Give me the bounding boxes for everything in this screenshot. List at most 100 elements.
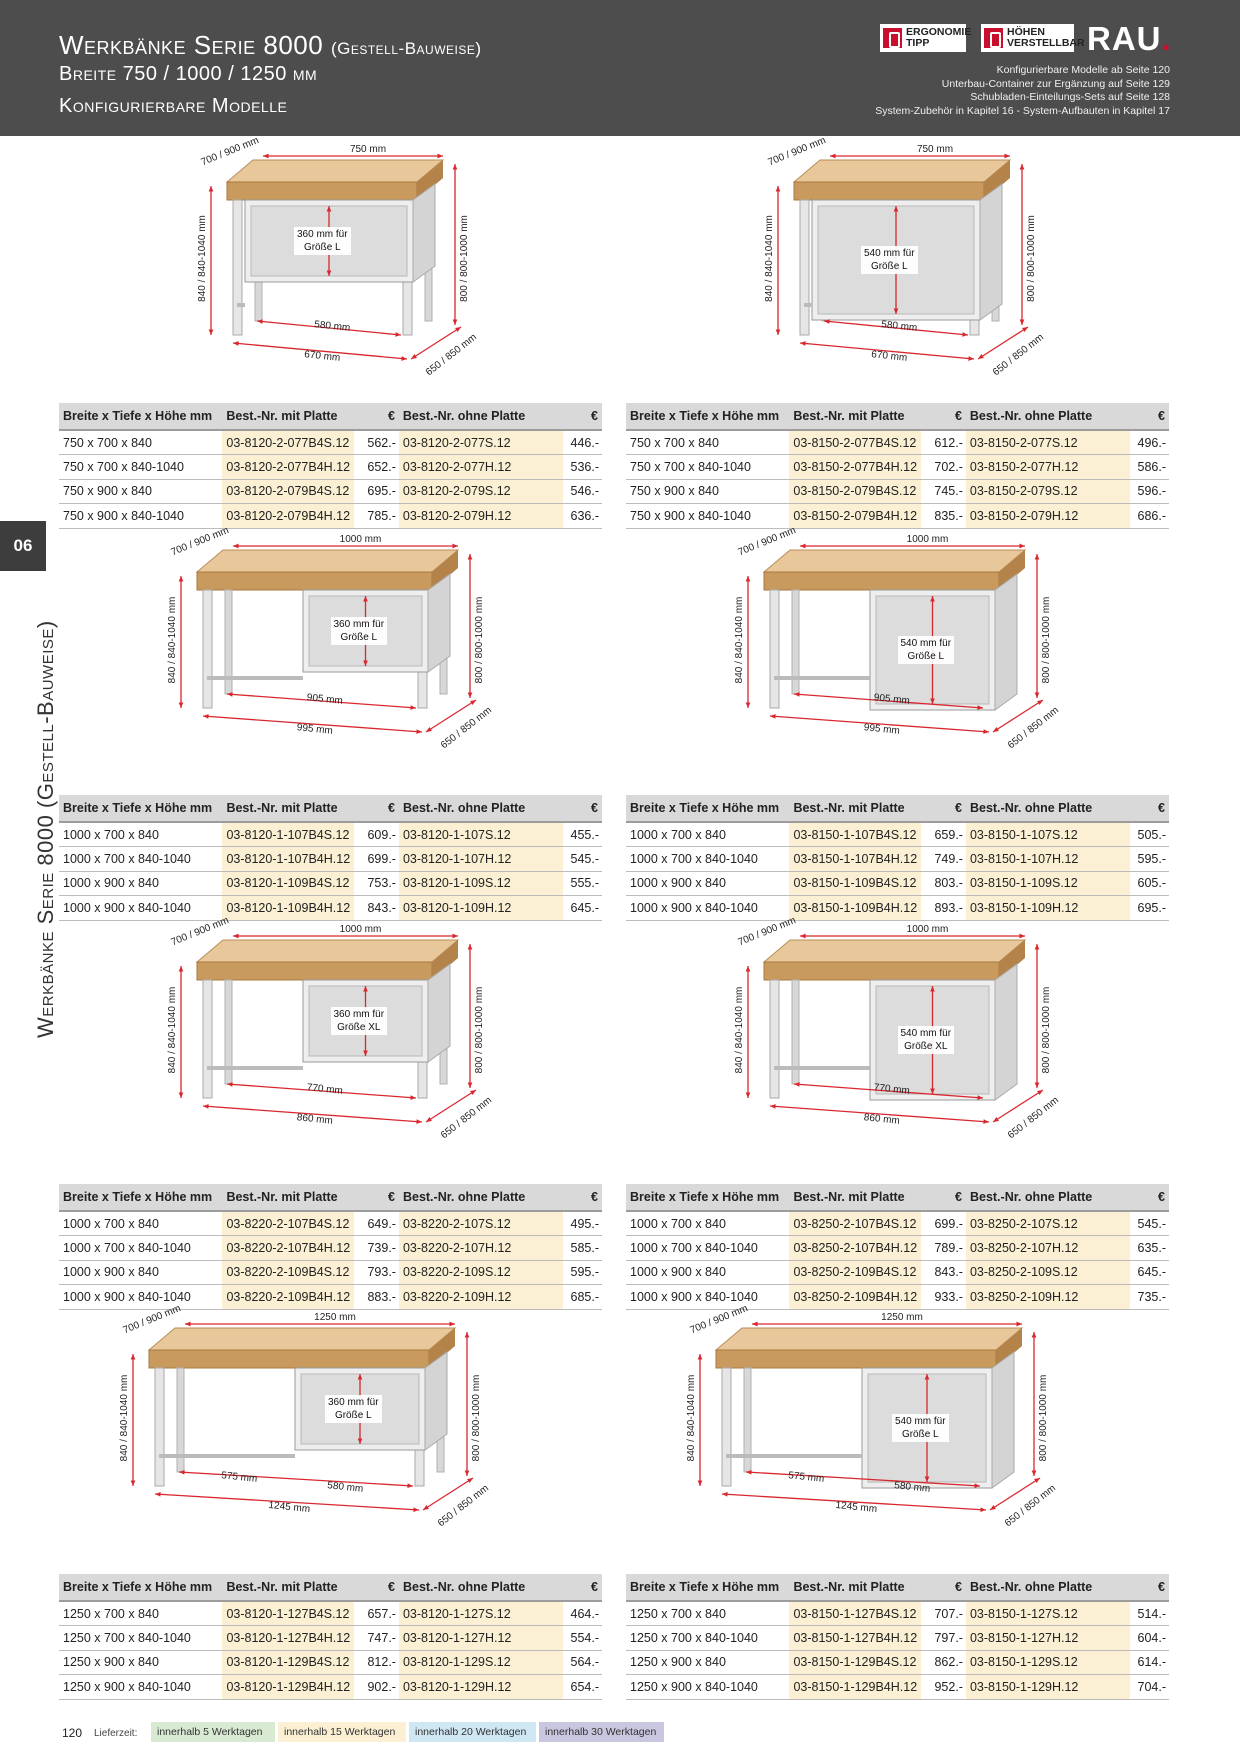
price-with-top: 609.- — [354, 822, 399, 848]
size-cell: 1000 x 900 x 840 — [626, 1260, 790, 1286]
arrow-head — [467, 1478, 473, 1483]
inner-width-2-label: 580 mm — [327, 1480, 364, 1495]
worktop-edge — [148, 1349, 430, 1369]
price-with-top: 702.- — [921, 454, 966, 480]
arrow-head — [1019, 933, 1025, 939]
price-without-top: 636.- — [563, 503, 602, 529]
arrow-head — [411, 354, 417, 359]
worktop-side — [999, 550, 1025, 590]
arrow-head — [467, 554, 473, 560]
size-cell: 750 x 900 x 840-1040 — [59, 503, 223, 529]
order-number-with-top: 03-8150-2-079B4H.12 — [789, 503, 922, 529]
price-without-top: 604.- — [1130, 1625, 1169, 1651]
arrow-head — [983, 729, 989, 734]
floor-depth-arrow — [989, 1477, 1041, 1511]
arrow-head — [770, 714, 776, 719]
price-with-top: 659.- — [921, 822, 966, 848]
page-header: Werkbänke Serie 8000 (Gestell-Bauweise) … — [0, 0, 1240, 136]
arrow-head — [775, 329, 781, 335]
price-with-top: 893.- — [921, 895, 966, 921]
col-without-top: Best.-Nr. ohne Platte — [398, 403, 564, 431]
arrow-head — [467, 692, 473, 698]
size-cell: 1000 x 700 x 840-1040 — [59, 1235, 223, 1261]
arrow-head — [800, 933, 806, 939]
price-with-top: 747.- — [354, 1625, 399, 1651]
order-number-with-top: 03-8220-2-109B4H.12 — [222, 1284, 355, 1310]
price-without-top: 464.- — [563, 1601, 602, 1627]
order-number-with-top: 03-8120-1-127B4H.12 — [222, 1625, 355, 1651]
bench-illustration — [762, 939, 1027, 1101]
order-number-without-top: 03-8150-2-079S.12 — [965, 479, 1131, 505]
worktop-surface — [762, 549, 1027, 573]
arrow-head — [1034, 1082, 1040, 1088]
width-label: 1000 mm — [340, 534, 382, 545]
arrow-head — [697, 1480, 703, 1486]
floor-depth-arrow — [422, 1477, 474, 1511]
inner-width-label: 770 mm — [873, 1082, 910, 1097]
size-cell: 1000 x 700 x 840-1040 — [59, 846, 223, 872]
height-label: 840 / 840-1040 mm — [764, 215, 775, 302]
arrow-head — [395, 332, 401, 337]
order-number-with-top: 03-8150-1-109B4H.12 — [789, 895, 922, 921]
price-with-top: 812.- — [354, 1650, 399, 1676]
order-number-with-top: 03-8150-1-109B4S.12 — [789, 871, 922, 897]
order-number-with-top: 03-8150-2-079B4S.12 — [789, 479, 922, 505]
arrow-head — [363, 596, 368, 602]
price-with-top: 649.- — [354, 1211, 399, 1237]
outer-width-label: 995 mm — [863, 722, 900, 737]
size-cell: 750 x 900 x 840-1040 — [626, 503, 790, 529]
price-without-top: 614.- — [1130, 1650, 1169, 1676]
order-number-without-top: 03-8150-1-109S.12 — [965, 871, 1131, 897]
col-price-with: € — [354, 795, 399, 823]
col-with-top: Best.-Nr. mit Platte — [222, 1574, 355, 1602]
size-cell: 1250 x 700 x 840 — [59, 1601, 223, 1627]
col-size: Breite x Tiefe x Höhe mm — [59, 1184, 223, 1212]
price-with-top: 793.- — [354, 1260, 399, 1286]
worktop-surface — [147, 1327, 457, 1351]
order-number-without-top: 03-8120-2-079H.12 — [398, 503, 564, 529]
arrow-head — [130, 1480, 136, 1486]
size-cell: 750 x 700 x 840 — [626, 430, 790, 456]
worktop-edge — [763, 961, 1000, 981]
arrow-head — [930, 1088, 935, 1094]
arrow-head — [363, 986, 368, 992]
price-without-top: 695.- — [1130, 895, 1169, 921]
size-cell: 1000 x 900 x 840 — [626, 871, 790, 897]
info-line: Schubladen-Einteilungs-Sets auf Seite 12… — [970, 91, 1170, 103]
col-without-top: Best.-Nr. ohne Platte — [398, 1574, 564, 1602]
arrow-head — [452, 164, 458, 170]
arrow-head — [830, 153, 836, 159]
worktop-side — [999, 940, 1025, 980]
order-number-with-top: 03-8120-2-077B4H.12 — [222, 454, 355, 480]
price-with-top: 707.- — [921, 1601, 966, 1627]
floor-depth-arrow — [410, 326, 462, 360]
order-number-with-top: 03-8250-2-109B4H.12 — [789, 1284, 922, 1310]
price-with-top: 835.- — [921, 503, 966, 529]
width-label: 750 mm — [917, 144, 953, 155]
arrow-head — [179, 1469, 185, 1475]
size-cell: 750 x 900 x 840 — [626, 479, 790, 505]
order-number-with-top: 03-8150-2-077B4H.12 — [789, 454, 922, 480]
inner-width-label: 905 mm — [873, 692, 910, 707]
arrow-head — [155, 1492, 161, 1497]
worktop-surface — [714, 1327, 1024, 1351]
cabinet-side — [427, 573, 451, 673]
order-number-with-top: 03-8150-1-107B4H.12 — [789, 846, 922, 872]
cabinet-side — [427, 963, 451, 1063]
size-cell: 1000 x 700 x 840 — [626, 1211, 790, 1237]
col-with-top: Best.-Nr. mit Platte — [222, 1184, 355, 1212]
order-number-without-top: 03-8250-2-109S.12 — [965, 1260, 1131, 1286]
